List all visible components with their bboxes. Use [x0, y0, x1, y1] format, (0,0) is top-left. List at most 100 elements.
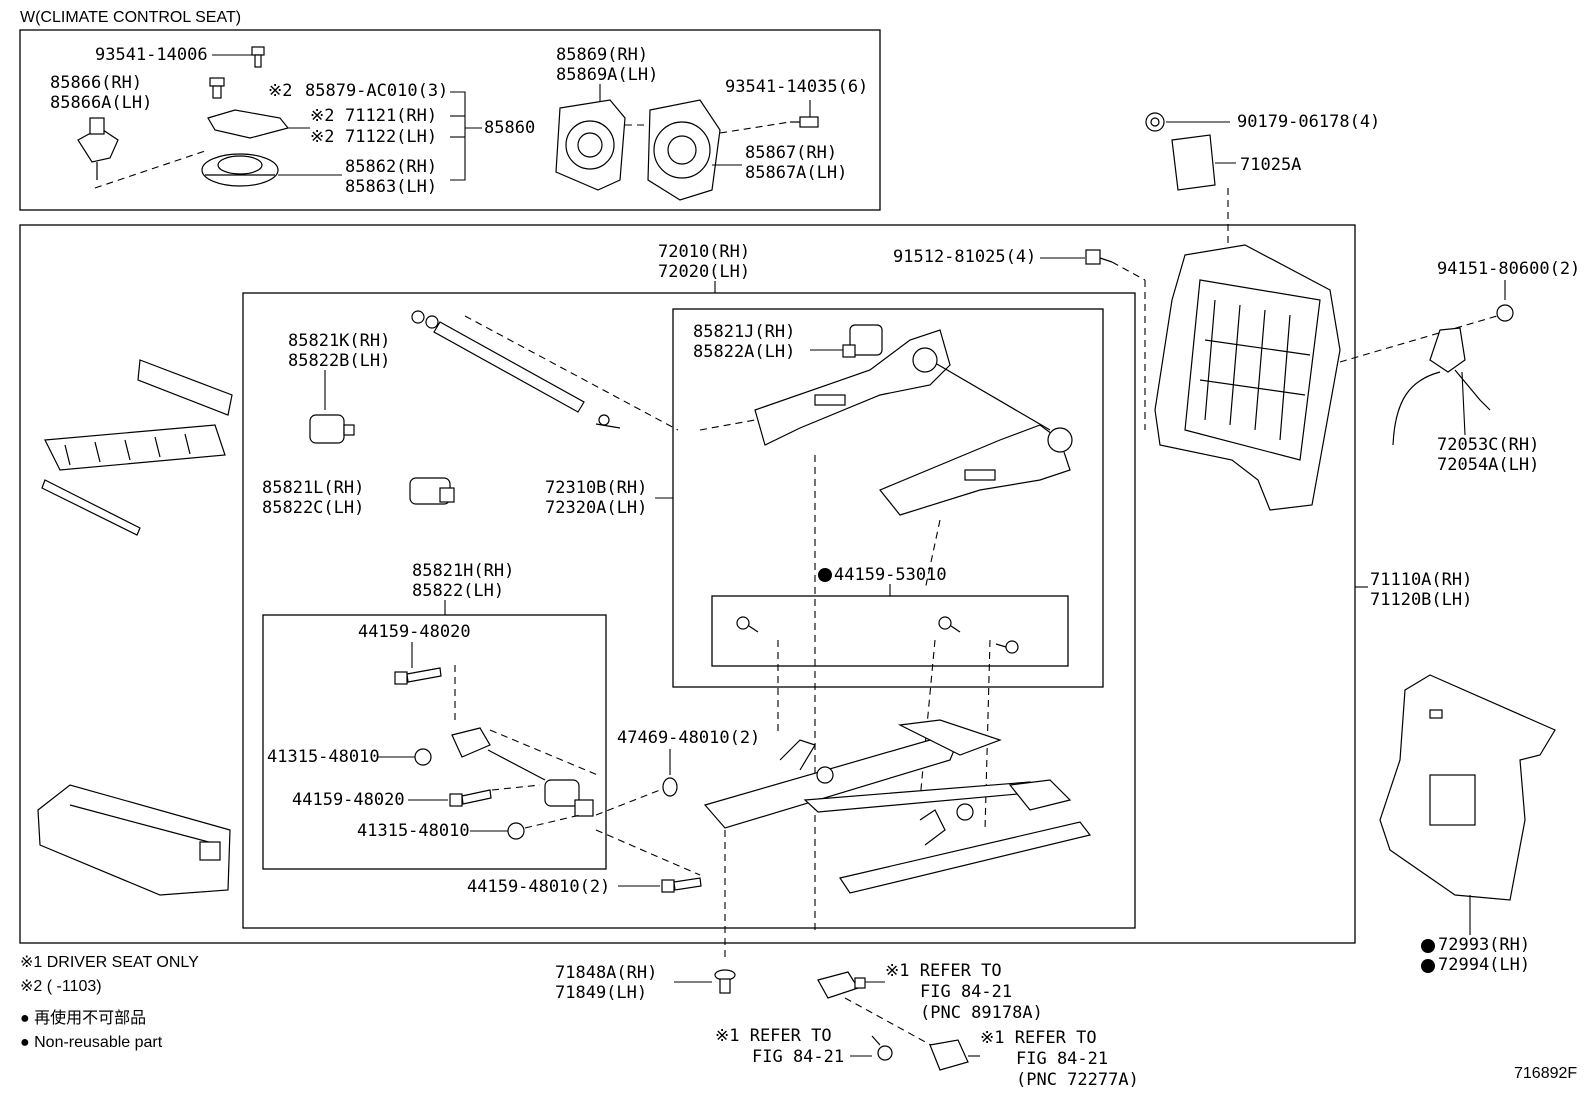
label-72993-rh: 72993(RH) [1438, 935, 1530, 955]
label-85821l-rh: 85821L(RH) [262, 478, 364, 498]
seat-track-frame [242, 292, 1136, 929]
mark2-a: ※2 [268, 81, 292, 101]
refer1-line2: FIG 84-21 [920, 982, 1012, 1002]
label-85821h-rh: 85821H(RH) [412, 561, 514, 581]
label-71121-rh: 71121(RH) [345, 106, 437, 126]
label-85821k-rh: 85821K(RH) [288, 331, 390, 351]
motor-85821k [309, 414, 355, 444]
legend-japanese: ● 再使用不可部品 [20, 1009, 146, 1027]
label-85866a-lh: 85866A(LH) [50, 93, 152, 113]
label-85863-lh: 85863(LH) [345, 177, 437, 197]
screw-93541-14035 [790, 116, 819, 128]
cushion-spring [41, 359, 233, 536]
legend-non-reusable: ● Non-reusable part [20, 1034, 163, 1051]
label-71122-lh: 71122(LH) [345, 127, 437, 147]
mark2-c: ※2 [310, 127, 334, 147]
bolt-44159-48020-a [394, 667, 442, 685]
label-72310b-rh: 72310B(RH) [545, 478, 647, 498]
bolt-44159-48010 [661, 877, 702, 893]
label-91512-81025: 91512-81025(4) [893, 247, 1036, 267]
refer1-line3: (PNC 89178A) [920, 1003, 1043, 1023]
label-85822c-lh: 85822C(LH) [262, 498, 364, 518]
refer2-line1: ※1 REFER TO [715, 1026, 832, 1046]
bracket-71121 [207, 109, 290, 139]
nut-90179 [1145, 112, 1165, 132]
nonreusable-mark-72994 [1421, 959, 1435, 973]
sensor-89178a [817, 971, 866, 999]
label-72994-lh: 72994(LH) [1438, 955, 1530, 975]
note-driver-seat-only: ※1 DRIVER SEAT ONLY [20, 954, 199, 971]
refer3-line3: (PNC 72277A) [1016, 1070, 1139, 1090]
blower-85862 [201, 153, 279, 187]
bolt-44159-48020-b [449, 789, 492, 807]
nut-94151 [1496, 304, 1514, 322]
fan-85867 [647, 99, 721, 201]
clip-85879 [209, 77, 225, 99]
seat-cushion-frame [37, 784, 231, 896]
label-72320a-lh: 72320A(LH) [545, 498, 647, 518]
seatback-frame [1154, 244, 1341, 511]
label-71849-lh: 71849(LH) [555, 983, 647, 1003]
clip-71848a [714, 969, 736, 994]
motor-assembly-frame [262, 614, 607, 870]
duct-85869 [555, 99, 626, 191]
label-41315-48010-b: 41315-48010 [357, 821, 470, 841]
refer3-line1: ※1 REFER TO [980, 1028, 1097, 1048]
label-72053c-rh: 72053C(RH) [1437, 435, 1539, 455]
label-85879-ac010: 85879-AC010(3) [305, 81, 448, 101]
torsion-bar [411, 310, 621, 429]
label-72010-rh: 72010(RH) [658, 242, 750, 262]
label-44159-53010: 44159-53010 [834, 565, 947, 585]
switch-72277a [929, 1039, 969, 1071]
part-85866 [77, 117, 119, 180]
label-85822-lh: 85822(LH) [412, 581, 504, 601]
bolts-44159-53010 [736, 616, 1019, 654]
module-71025a [1171, 134, 1216, 191]
climate-section-title: W(CLIMATE CONTROL SEAT) [20, 9, 241, 26]
label-85862-rh: 85862(RH) [345, 157, 437, 177]
cable-72053c [1392, 327, 1491, 446]
nonreusable-mark-44159-53010 [818, 568, 832, 582]
label-85866-rh: 85866(RH) [50, 73, 142, 93]
label-71110a-rh: 71110A(RH) [1370, 570, 1472, 590]
label-85869a-lh: 85869A(LH) [556, 65, 658, 85]
label-44159-48020-b: 44159-48020 [292, 790, 405, 810]
label-72054a-lh: 72054A(LH) [1437, 455, 1539, 475]
motor-85821j [842, 324, 883, 358]
bolt-91512 [1085, 249, 1113, 265]
seat-frame-upper [754, 329, 1073, 516]
screw-93541-14006 [251, 46, 265, 68]
label-72020-lh: 72020(LH) [658, 262, 750, 282]
label-85867a-lh: 85867A(LH) [745, 163, 847, 183]
cover-72993 [1379, 674, 1556, 901]
label-85869-rh: 85869(RH) [556, 45, 648, 65]
label-90179-06178: 90179-06178(4) [1237, 112, 1380, 132]
nut-41315-48010-a [414, 748, 432, 766]
nut-41315-48010-b [507, 822, 525, 840]
label-85821j-rh: 85821J(RH) [693, 322, 795, 342]
main-section-frame [19, 224, 1356, 944]
label-71025a: 71025A [1240, 155, 1301, 175]
washer-47469 [662, 777, 678, 797]
label-85860: 85860 [484, 118, 535, 138]
label-71848a-rh: 71848A(RH) [555, 963, 657, 983]
label-44159-48020-a: 44159-48020 [358, 622, 471, 642]
label-41315-48010-a: 41315-48010 [267, 747, 380, 767]
label-93541-14006: 93541-14006 [95, 45, 208, 65]
label-47469-48010: 47469-48010(2) [617, 728, 760, 748]
bolt-group-frame [711, 595, 1069, 667]
label-85822a-lh: 85822A(LH) [693, 342, 795, 362]
label-71120b-lh: 71120B(LH) [1370, 590, 1472, 610]
refer2-line2: FIG 84-21 [752, 1047, 844, 1067]
refer1-line1: ※1 REFER TO [885, 961, 1002, 981]
motor-85821h [451, 727, 594, 817]
nonreusable-mark-72993 [1421, 939, 1435, 953]
mark2-b: ※2 [310, 106, 334, 126]
motor-85821l [409, 477, 455, 505]
climate-section-frame [19, 29, 881, 211]
refer3-line2: FIG 84-21 [1016, 1049, 1108, 1069]
label-85867-rh: 85867(RH) [745, 143, 837, 163]
label-85822b-lh: 85822B(LH) [288, 351, 390, 371]
figure-id: 716892F [1514, 1065, 1577, 1082]
